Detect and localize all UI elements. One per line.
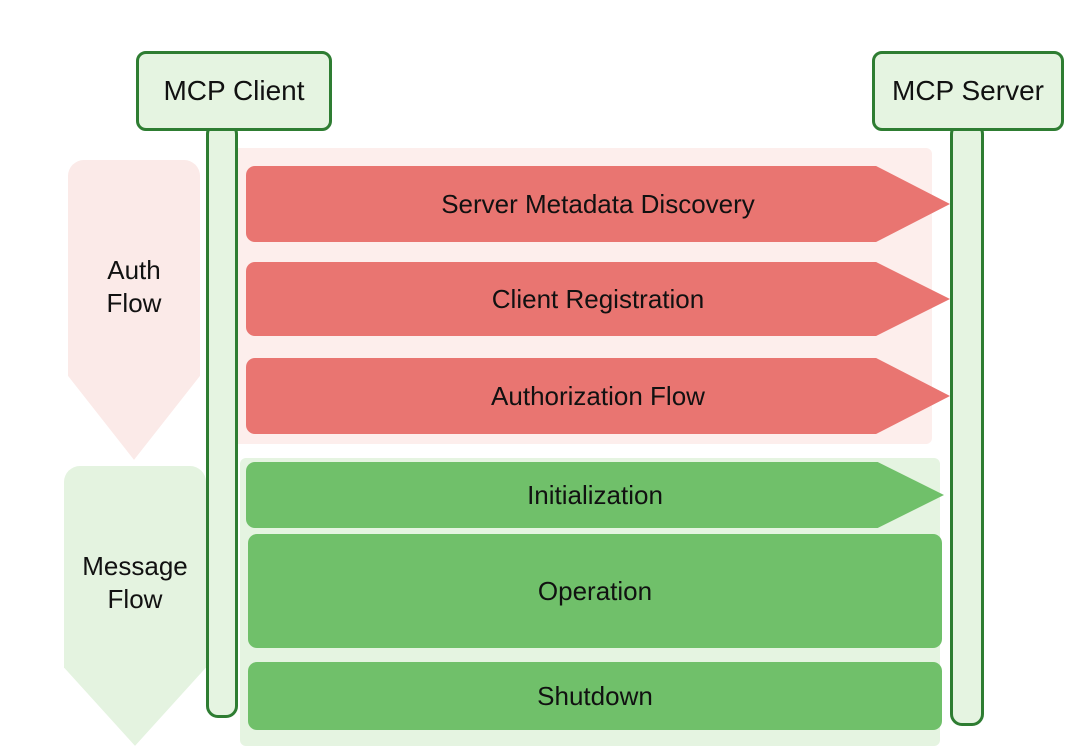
message-bar-server-metadata-discovery[interactable]: Server Metadata Discovery: [246, 166, 950, 242]
phase-label-auth-line1: Auth: [107, 254, 161, 285]
message-bar-label: Server Metadata Discovery: [441, 189, 755, 219]
participant-mcp-client-label: MCP Client: [163, 75, 305, 106]
message-bar-label: Authorization Flow: [491, 381, 705, 411]
message-bar-shape: [246, 358, 950, 434]
phase-label-message-text: Message Flow: [82, 550, 188, 663]
phase-label-message: Message Flow: [64, 466, 206, 746]
message-bar-shape: [246, 166, 950, 242]
message-bar-label: Operation: [537, 576, 653, 606]
message-bar-label: Initialization: [527, 480, 663, 510]
message-bar-shutdown[interactable]: Shutdown: [248, 662, 942, 730]
phase-label-message-line1: Message: [82, 550, 188, 581]
lifeline-server: [950, 122, 984, 726]
message-bar-shape: [246, 262, 950, 336]
phase-label-auth: Auth Flow: [68, 160, 200, 460]
phase-label-auth-text: Auth Flow: [107, 254, 162, 367]
lifeline-client: [206, 122, 238, 718]
message-bar-shape: [248, 662, 942, 730]
message-bar-initialization[interactable]: Initialization: [246, 462, 944, 528]
participant-mcp-server-label: MCP Server: [892, 75, 1044, 106]
message-bar-label: Shutdown: [537, 681, 653, 711]
message-bar-authorization-flow[interactable]: Authorization Flow: [246, 358, 950, 434]
participant-mcp-client[interactable]: MCP Client: [136, 51, 332, 131]
message-bar-operation[interactable]: Operation: [248, 534, 942, 648]
participant-mcp-server[interactable]: MCP Server: [872, 51, 1064, 131]
message-bar-label: Client Registration: [491, 284, 705, 314]
phase-label-message-line2: Flow: [107, 584, 163, 614]
message-bar-shape: [248, 534, 942, 648]
message-bar-shape: [246, 462, 944, 528]
phase-label-auth-line2: Flow: [106, 288, 162, 318]
message-bar-client-registration[interactable]: Client Registration: [246, 262, 950, 336]
